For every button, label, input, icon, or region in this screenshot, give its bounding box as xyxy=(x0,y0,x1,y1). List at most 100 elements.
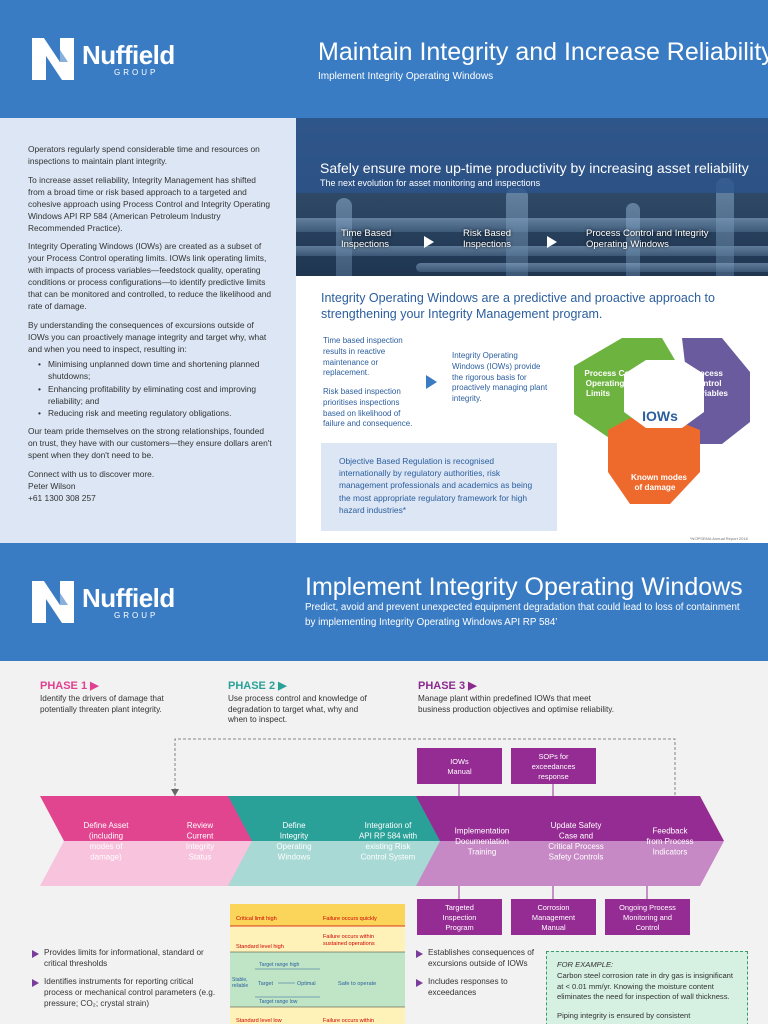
chevron-label: from Process xyxy=(646,837,693,846)
box-label: Ongoing Process xyxy=(619,903,676,912)
iow-venn-diagram: Process Control Operating Limits Process… xyxy=(574,338,750,504)
segment-label: of damage xyxy=(635,483,676,492)
brand-logo[interactable]: Nuffield GROUP xyxy=(30,579,175,625)
chevron-bottom xyxy=(604,841,724,886)
intro-paragraph: Integrity Operating Windows (IOWs) are c… xyxy=(28,241,272,312)
benefits-list: Minimising unplanned down time and short… xyxy=(38,359,274,421)
header-bottom: Nuffield GROUP Implement Integrity Opera… xyxy=(0,543,768,661)
list-item: Minimising unplanned down time and short… xyxy=(38,359,274,383)
list-item: Reducing risk and meeting regulatory obl… xyxy=(38,408,274,420)
section-title: Implement Integrity Operating Windows xyxy=(305,573,743,601)
chevron-label: Integration of xyxy=(365,821,412,830)
segment-label: Known modes xyxy=(631,473,687,482)
box-label: Manual xyxy=(541,923,566,932)
limit-label: sustained operations xyxy=(323,941,375,947)
chevron-top xyxy=(510,796,630,841)
box-label: IOWs xyxy=(450,757,469,766)
list-item: Enhancing profitability by eliminating c… xyxy=(38,384,274,408)
chevron-label: damage) xyxy=(90,853,122,862)
box-label: Inspection xyxy=(443,913,477,922)
chevron-label: Training xyxy=(468,847,497,856)
contact-line: Connect with us to discover more. xyxy=(28,469,155,480)
chevron-bottom xyxy=(134,841,254,886)
chevron-bottom xyxy=(416,841,536,886)
list-item: Establishes consequences of excursions o… xyxy=(416,948,536,969)
limit-label: Target xyxy=(258,981,273,987)
chevron-top xyxy=(40,796,160,841)
flow-arrow-icon xyxy=(547,236,557,248)
banner-subtitle: The next evolution for asset monitoring … xyxy=(320,178,541,188)
chevron-label: Windows xyxy=(278,853,310,862)
risk-based-text: Risk based inspection prioritises inspec… xyxy=(323,387,413,429)
chevron-label: Indicators xyxy=(653,847,688,856)
page-title: Maintain Integrity and Increase Reliabil… xyxy=(318,38,768,66)
phase-3-text: Manage plant within predefined IOWs that… xyxy=(418,694,614,714)
phase-1-label: PHASE 1 ▶ xyxy=(40,680,99,692)
list-item: Provides limits for informational, stand… xyxy=(32,948,217,969)
limit-label: Critical limit high xyxy=(236,916,277,922)
contact-phone[interactable]: +61 1300 308 257 xyxy=(28,492,96,503)
chevron-top xyxy=(604,796,724,841)
chevron-label: Define Asset xyxy=(84,821,130,830)
example-text: Piping integrity is ensured by consisten… xyxy=(557,1011,691,1020)
chevron-label: Critical Process xyxy=(548,842,604,851)
banner-title: Safely ensure more up-time productivity … xyxy=(320,160,749,176)
segment-label: Control xyxy=(692,379,721,388)
segment-label: Process xyxy=(691,369,723,378)
box-label: Monitoring and xyxy=(623,913,672,922)
nuffield-logo-icon xyxy=(32,38,74,80)
example-callout: FOR EXAMPLE: Carbon steel corrosion rate… xyxy=(546,951,748,1024)
chevron-label: Operating xyxy=(276,842,311,851)
chevron-label: Case and xyxy=(559,832,593,841)
section-description: Predict, avoid and prevent unexpected eq… xyxy=(305,602,740,628)
chevron-label: Current xyxy=(187,832,214,841)
chevron-label: Feedback xyxy=(652,826,688,835)
iow-segment-known-damage xyxy=(608,418,700,504)
segment-label: Limits xyxy=(586,389,611,398)
iow-basis-text: Integrity Operating Windows (IOWs) provi… xyxy=(452,351,548,404)
operating-limits-chart: Critical limit high Failure occurs quick… xyxy=(230,904,405,1024)
brand-logo[interactable]: Nuffield GROUP xyxy=(30,36,175,82)
box-label: Targeted xyxy=(445,903,474,912)
chevron-bottom xyxy=(228,841,348,886)
chevron-label: Define xyxy=(282,821,306,830)
limit-label: Standard level low xyxy=(236,1018,283,1024)
chevron-top xyxy=(416,796,536,841)
list-item: Identifies instruments for reporting cri… xyxy=(32,977,217,1009)
chevron-label: Control System xyxy=(361,853,416,862)
limit-label: Failure occurs quickly xyxy=(323,916,377,922)
brand-group: GROUP xyxy=(114,610,159,620)
segment-label: Variables xyxy=(692,389,728,398)
limit-label: Safe to operate xyxy=(338,981,376,987)
box-label: Manual xyxy=(447,767,472,776)
chevron-label: Update Safety xyxy=(551,821,602,830)
limits-bullets: Provides limits for informational, stand… xyxy=(32,948,217,1017)
limit-label: Failure occurs within xyxy=(323,934,374,940)
page-subtitle: Implement Integrity Operating Windows xyxy=(318,71,494,82)
chevron-top xyxy=(134,796,254,841)
box-label: response xyxy=(538,772,568,781)
intro-paragraph: Our team pride themselves on the strong … xyxy=(28,426,272,461)
chevron-bottom xyxy=(322,841,442,886)
chevron-label: Safety Controls xyxy=(549,853,604,862)
list-item: Includes responses to exceedances xyxy=(416,977,536,998)
chevron-top xyxy=(228,796,348,841)
limit-label: Standard level high xyxy=(236,944,284,950)
box-label: SOPs for xyxy=(539,752,570,761)
nuffield-logo-icon xyxy=(32,581,74,623)
chevron-label: Documentation xyxy=(455,837,509,846)
chevron-label: Implementation xyxy=(455,826,510,835)
